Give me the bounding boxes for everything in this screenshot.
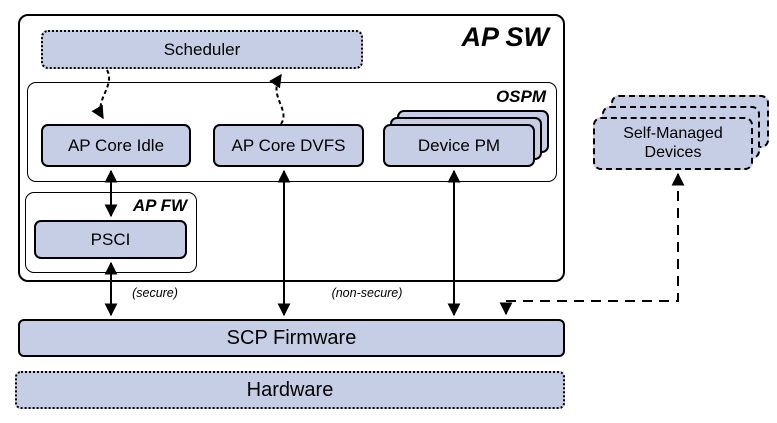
psci-label: PSCI [90,229,131,249]
ap-core-idle-box: AP Core Idle [41,124,191,167]
ospm-label: OSPM [495,87,546,106]
hardware-label: Hardware [246,378,334,401]
self-managed-devices-box: Self-Managed Devices [593,117,753,170]
ap-fw-label: AP FW [132,196,187,215]
self-managed-devices-label: Self-Managed Devices [623,124,723,161]
hardware-bar: Hardware [15,371,565,409]
scheduler-label: Scheduler [163,39,241,59]
secure-label: (secure) [132,286,178,300]
scp-firmware-bar: SCP Firmware [18,319,565,357]
psci-box: PSCI [34,220,187,259]
device-pm-label: Device PM [417,135,501,155]
ap-core-dvfs-box: AP Core DVFS [213,124,364,167]
ap-core-dvfs-label: AP Core DVFS [231,135,346,155]
ap-core-idle-label: AP Core Idle [67,135,165,155]
scp-firmware-label: SCP Firmware [226,326,357,349]
non-secure-label: (non-secure) [331,286,403,300]
ap-sw-label: AP SW [461,22,550,52]
scheduler-box: Scheduler [41,30,363,69]
device-pm-box: Device PM [383,124,535,167]
